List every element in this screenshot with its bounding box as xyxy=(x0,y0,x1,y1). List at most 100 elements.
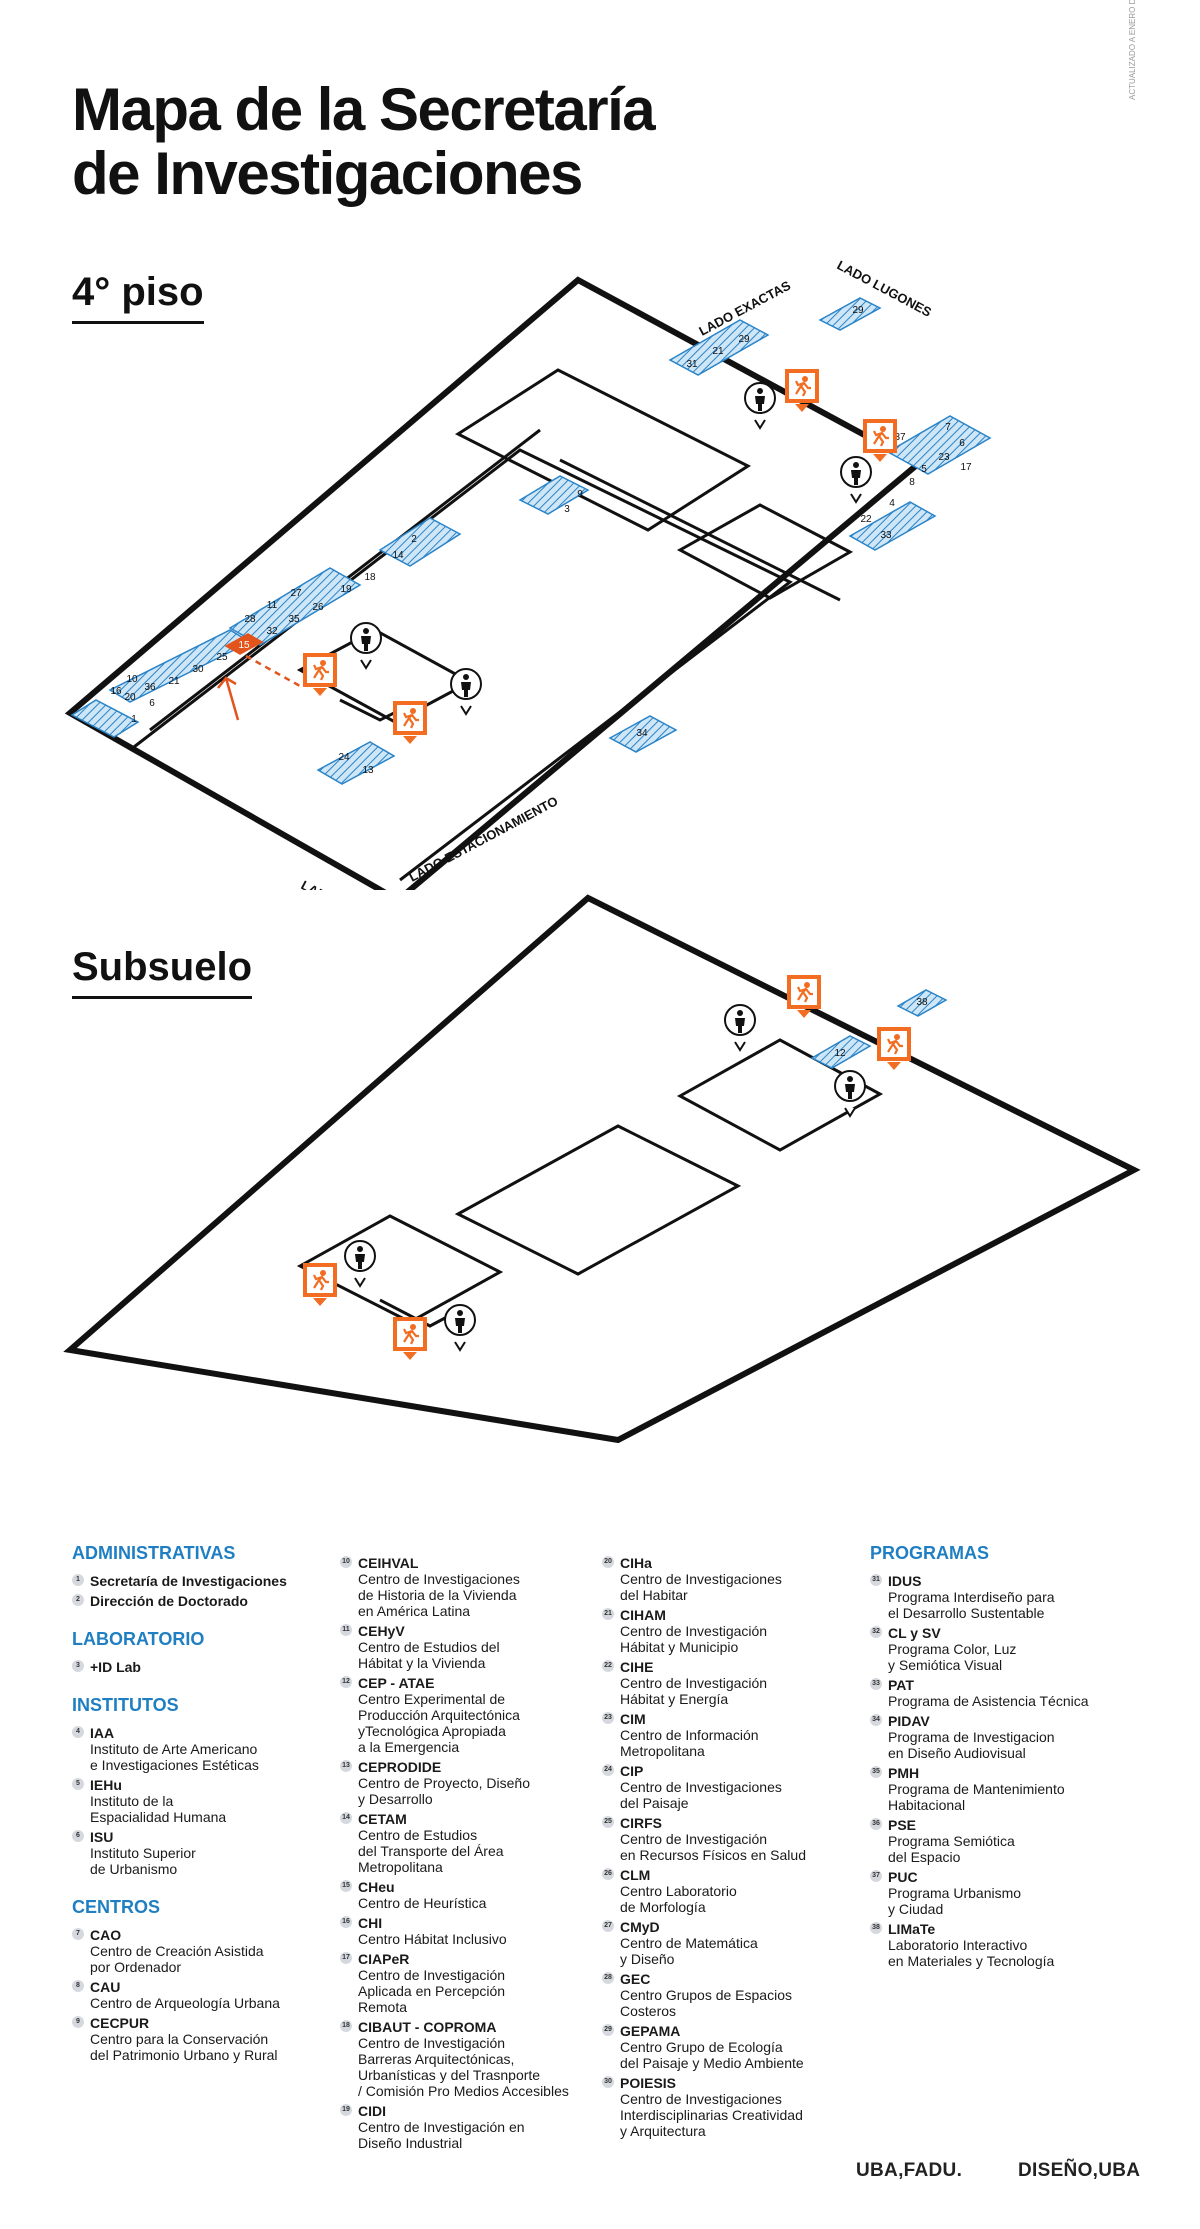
legend-item-name: CIM xyxy=(620,1711,646,1727)
legend-item-name: +ID Lab xyxy=(90,1659,141,1675)
arrow-icon xyxy=(217,676,240,721)
legend-number-badge: 29 xyxy=(602,2024,614,2036)
legend-number-badge: 13 xyxy=(340,1760,352,1772)
room-label: 32 xyxy=(266,626,278,637)
room-label: 26 xyxy=(312,602,324,613)
legend-item-name: GEPAMA xyxy=(620,2023,681,2039)
room-label: 22 xyxy=(860,514,872,525)
legend-number-badge: 11 xyxy=(340,1624,352,1636)
legend-item-name: CIHE xyxy=(620,1659,654,1675)
room-label: 8 xyxy=(909,477,915,488)
legend-item-name: CIRFS xyxy=(620,1815,662,1831)
room-label: 30 xyxy=(192,664,204,675)
room-label: 1 xyxy=(131,714,137,725)
room-label: 3 xyxy=(564,504,570,515)
legend-item-name: PAT xyxy=(888,1677,914,1693)
legend-number-badge: 30 xyxy=(602,2076,614,2088)
legend-number-badge: 37 xyxy=(870,1870,882,1882)
uba-fadu-logo: UBA,FADU. xyxy=(856,2160,963,2181)
legend-number-badge: 36 xyxy=(870,1818,882,1830)
room-label: 37 xyxy=(894,432,906,443)
room-label: 27 xyxy=(290,588,302,599)
room-label: 24 xyxy=(338,752,350,763)
room-label: 19 xyxy=(340,584,352,595)
legend-number-badge: 12 xyxy=(340,1676,352,1688)
legend-number-badge: 34 xyxy=(870,1714,882,1726)
room-label: 31 xyxy=(686,359,698,370)
room-label: 25 xyxy=(216,652,228,663)
legend-item-name: IDUS xyxy=(888,1573,922,1589)
legend-number-badge: 2 xyxy=(72,1594,84,1606)
legend-number-badge: 21 xyxy=(602,1608,614,1620)
room-label: 6 xyxy=(149,698,155,709)
title-line-1: Mapa de la Secretaría xyxy=(72,76,656,143)
courtyard xyxy=(454,368,752,532)
room-label: 29 xyxy=(852,305,864,316)
room-label: 16 xyxy=(110,686,122,697)
room-label: 33 xyxy=(880,530,892,541)
legend-number-badge: 20 xyxy=(602,1556,614,1568)
legend-number-badge: 4 xyxy=(72,1726,84,1738)
diseno-uba-logo: DISEÑO,UBA xyxy=(1018,2160,1141,2181)
floor-4-map: 29 29 21 31 37 7 6 23 17 5 8 4 22 33 9 3… xyxy=(64,257,992,890)
legend-item-name: CEPRODIDE xyxy=(358,1759,442,1775)
courtyard xyxy=(454,1124,742,1276)
legend-number-badge: 1 xyxy=(72,1574,84,1586)
legend-number-badge: 9 xyxy=(72,2016,84,2028)
room-label: 18 xyxy=(364,572,376,583)
room-label: 36 xyxy=(144,682,156,693)
subsuelo-heading: Subsuelo xyxy=(72,945,253,999)
legend-item-name: CMyD xyxy=(620,1919,660,1935)
legend-item-description: Centro de Arqueología Urbana xyxy=(90,1995,280,2011)
legend-item-name: CIAPeR xyxy=(358,1951,410,1967)
legend-number-badge: 18 xyxy=(340,2020,352,2032)
legend-item-name: PUC xyxy=(888,1869,918,1885)
legend-item-name: CIDI xyxy=(358,2103,386,2119)
legend-item-name: CIHa xyxy=(620,1555,652,1571)
room-label: 13 xyxy=(362,765,374,776)
legend-number-badge: 26 xyxy=(602,1868,614,1880)
legend-item-name: IAA xyxy=(90,1725,115,1741)
legend-number-badge: 6 xyxy=(72,1830,84,1842)
legend-number-badge: 23 xyxy=(602,1712,614,1724)
legend-heading: CENTROS xyxy=(72,1897,161,1917)
room-label: 10 xyxy=(126,674,138,685)
legend-number-badge: 3 xyxy=(72,1660,84,1672)
room-label: 29 xyxy=(738,334,750,345)
legend-item-name: POIESIS xyxy=(620,2075,677,2091)
room-label: 34 xyxy=(636,728,648,739)
service-block-right xyxy=(676,503,854,600)
legend-item-name: CIHAM xyxy=(620,1607,666,1623)
legend-number-badge: 35 xyxy=(870,1766,882,1778)
